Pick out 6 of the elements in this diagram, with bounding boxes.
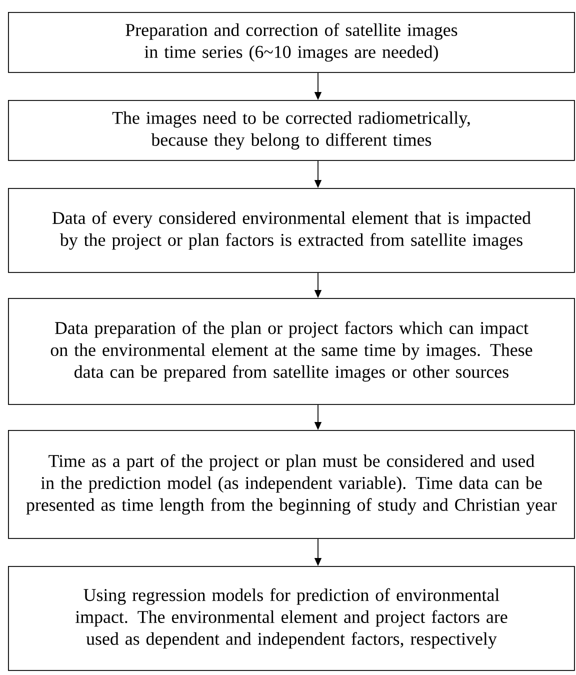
- process-box: Time as a part of the project or plan must be considered and used in the prediction model (as independent variable). Time data can be presented as time length from the beginning of study and Christian year: [8, 430, 575, 539]
- process-box: Data of every considered environmental element that is impacted by the project or plan factors is extracted from satellite images: [8, 188, 575, 273]
- process-box: Preparation and correction of satellite images in time series (6~10 images are needed): [8, 12, 575, 73]
- process-box: Data preparation of the plan or project factors which can impact on the environmental element at the same time by images. These data can be prepared from satellite images or other sources: [8, 298, 575, 405]
- process-box: The images need to be corrected radiometrically, because they belong to different times: [8, 100, 575, 161]
- process-box: Using regression models for prediction of environmental impact. The environmental element and project factors are used as dependent and independent factors, respectively: [8, 566, 575, 671]
